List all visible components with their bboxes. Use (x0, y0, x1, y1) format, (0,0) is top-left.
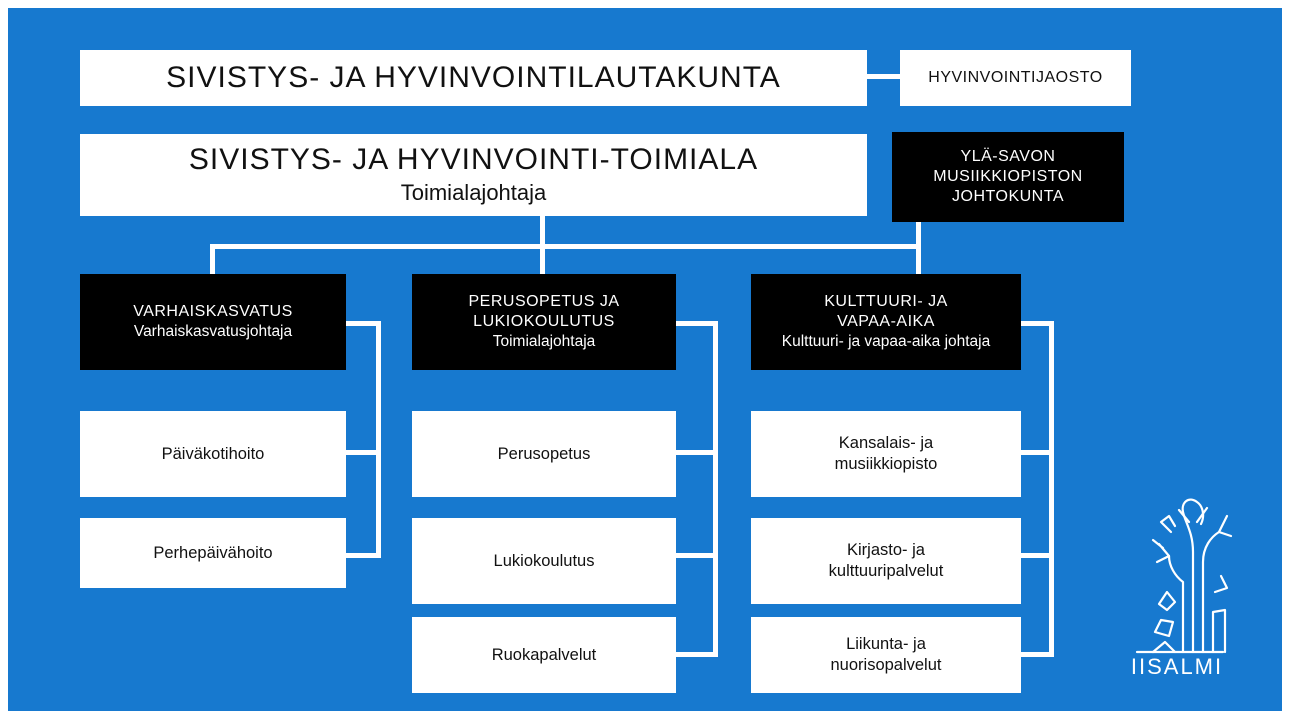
connector-dept3-right (1021, 321, 1054, 326)
connector-drop-1 (210, 244, 215, 274)
sector-title: SIVISTYS- JA HYVINVOINTI-TOIMIALA (188, 143, 759, 176)
connector-dept1-service-2 (346, 553, 381, 558)
service-label: Päiväkotihoito (161, 444, 265, 463)
service-label-line-2: musiikkiopisto (834, 455, 938, 473)
service-box-kansalaisopisto: Kansalais- ja musiikkiopisto (751, 411, 1021, 497)
sector-head: Toimialajohtaja (400, 180, 547, 205)
department-title-line-2: VAPAA-AIKA (837, 313, 935, 330)
connector-board-jaosto (867, 74, 900, 79)
connector-dept1-service-1 (346, 450, 381, 455)
service-label-line-1: Liikunta- ja (846, 635, 926, 653)
service-box-liikunta: Liikunta- ja nuorisopalvelut (751, 617, 1021, 693)
department-head: Kulttuuri- ja vapaa-aika johtaja (781, 333, 991, 350)
music-board-line-3: JOHTOKUNTA (952, 188, 1064, 205)
service-box-perhepaivahoito: Perhepäivähoito (80, 518, 346, 588)
department-title: VARHAISKASVATUS (133, 303, 293, 320)
connector-dept1-right (346, 321, 381, 326)
connector-dept2-service-3 (676, 652, 718, 657)
subcommittee-title: HYVINVOINTIJAOSTO (928, 69, 1103, 86)
service-label: Ruokapalvelut (491, 645, 597, 664)
department-title-line-1: KULTTUURI- JA (824, 293, 948, 310)
connector-dept1-vertical (376, 321, 381, 558)
music-board-line-1: YLÄ-SAVON (960, 148, 1056, 165)
connector-dept3-service-2 (1021, 553, 1054, 558)
board-box: SIVISTYS- JA HYVINVOINTILAUTAKUNTA (80, 50, 867, 106)
connector-drop-2 (540, 244, 545, 274)
service-box-ruokapalvelut: Ruokapalvelut (412, 617, 676, 693)
subcommittee-box: HYVINVOINTIJAOSTO (900, 50, 1131, 106)
department-title-line-2: LUKIOKOULUTUS (473, 313, 615, 330)
sector-box: SIVISTYS- JA HYVINVOINTI-TOIMIALA Toimia… (80, 134, 867, 216)
connector-dept3-service-3 (1021, 652, 1054, 657)
connector-horizontal-bus (210, 244, 921, 249)
music-board-line-2: MUSIIKKIOPISTON (933, 168, 1083, 185)
service-label-line-1: Kirjasto- ja (847, 541, 925, 559)
department-head: Toimialajohtaja (492, 333, 596, 350)
connector-music-down (916, 222, 921, 246)
service-label-line-2: kulttuuripalvelut (828, 562, 944, 580)
tree-icon (1135, 498, 1233, 654)
board-title: SIVISTYS- JA HYVINVOINTILAUTAKUNTA (166, 61, 781, 94)
service-label: Perusopetus (497, 444, 591, 463)
connector-dept2-service-2 (676, 553, 718, 558)
department-head: Varhaiskasvatusjohtaja (133, 323, 293, 340)
service-box-kirjasto: Kirjasto- ja kulttuuripalvelut (751, 518, 1021, 604)
logo-text: IISALMI (1130, 654, 1224, 679)
service-label: Perhepäivähoito (153, 543, 273, 562)
connector-dept3-service-1 (1021, 450, 1054, 455)
department-box-varhaiskasvatus: VARHAISKASVATUS Varhaiskasvatusjohtaja (80, 274, 346, 370)
connector-drop-3 (916, 244, 921, 274)
connector-dept2-vertical (713, 321, 718, 657)
connector-sector-down (540, 216, 545, 246)
service-label-line-1: Kansalais- ja (838, 434, 934, 452)
service-box-paivakotihoito: Päiväkotihoito (80, 411, 346, 497)
service-box-lukiokoulutus: Lukiokoulutus (412, 518, 676, 604)
service-box-perusopetus: Perusopetus (412, 411, 676, 497)
connector-dept2-right (676, 321, 718, 326)
department-box-perusopetus: PERUSOPETUS JA LUKIOKOULUTUS Toimialajoh… (412, 274, 676, 370)
department-box-kulttuuri: KULTTUURI- JA VAPAA-AIKA Kulttuuri- ja v… (751, 274, 1021, 370)
service-label: Lukiokoulutus (493, 551, 595, 570)
connector-dept2-service-1 (676, 450, 718, 455)
service-label-line-2: nuorisopalvelut (830, 656, 942, 674)
music-board-box: YLÄ-SAVON MUSIIKKIOPISTON JOHTOKUNTA (892, 132, 1124, 222)
connector-dept3-vertical (1049, 321, 1054, 657)
org-chart: SIVISTYS- JA HYVINVOINTILAUTAKUNTA HYVIN… (8, 8, 1282, 711)
department-title-line-1: PERUSOPETUS JA (468, 293, 620, 310)
